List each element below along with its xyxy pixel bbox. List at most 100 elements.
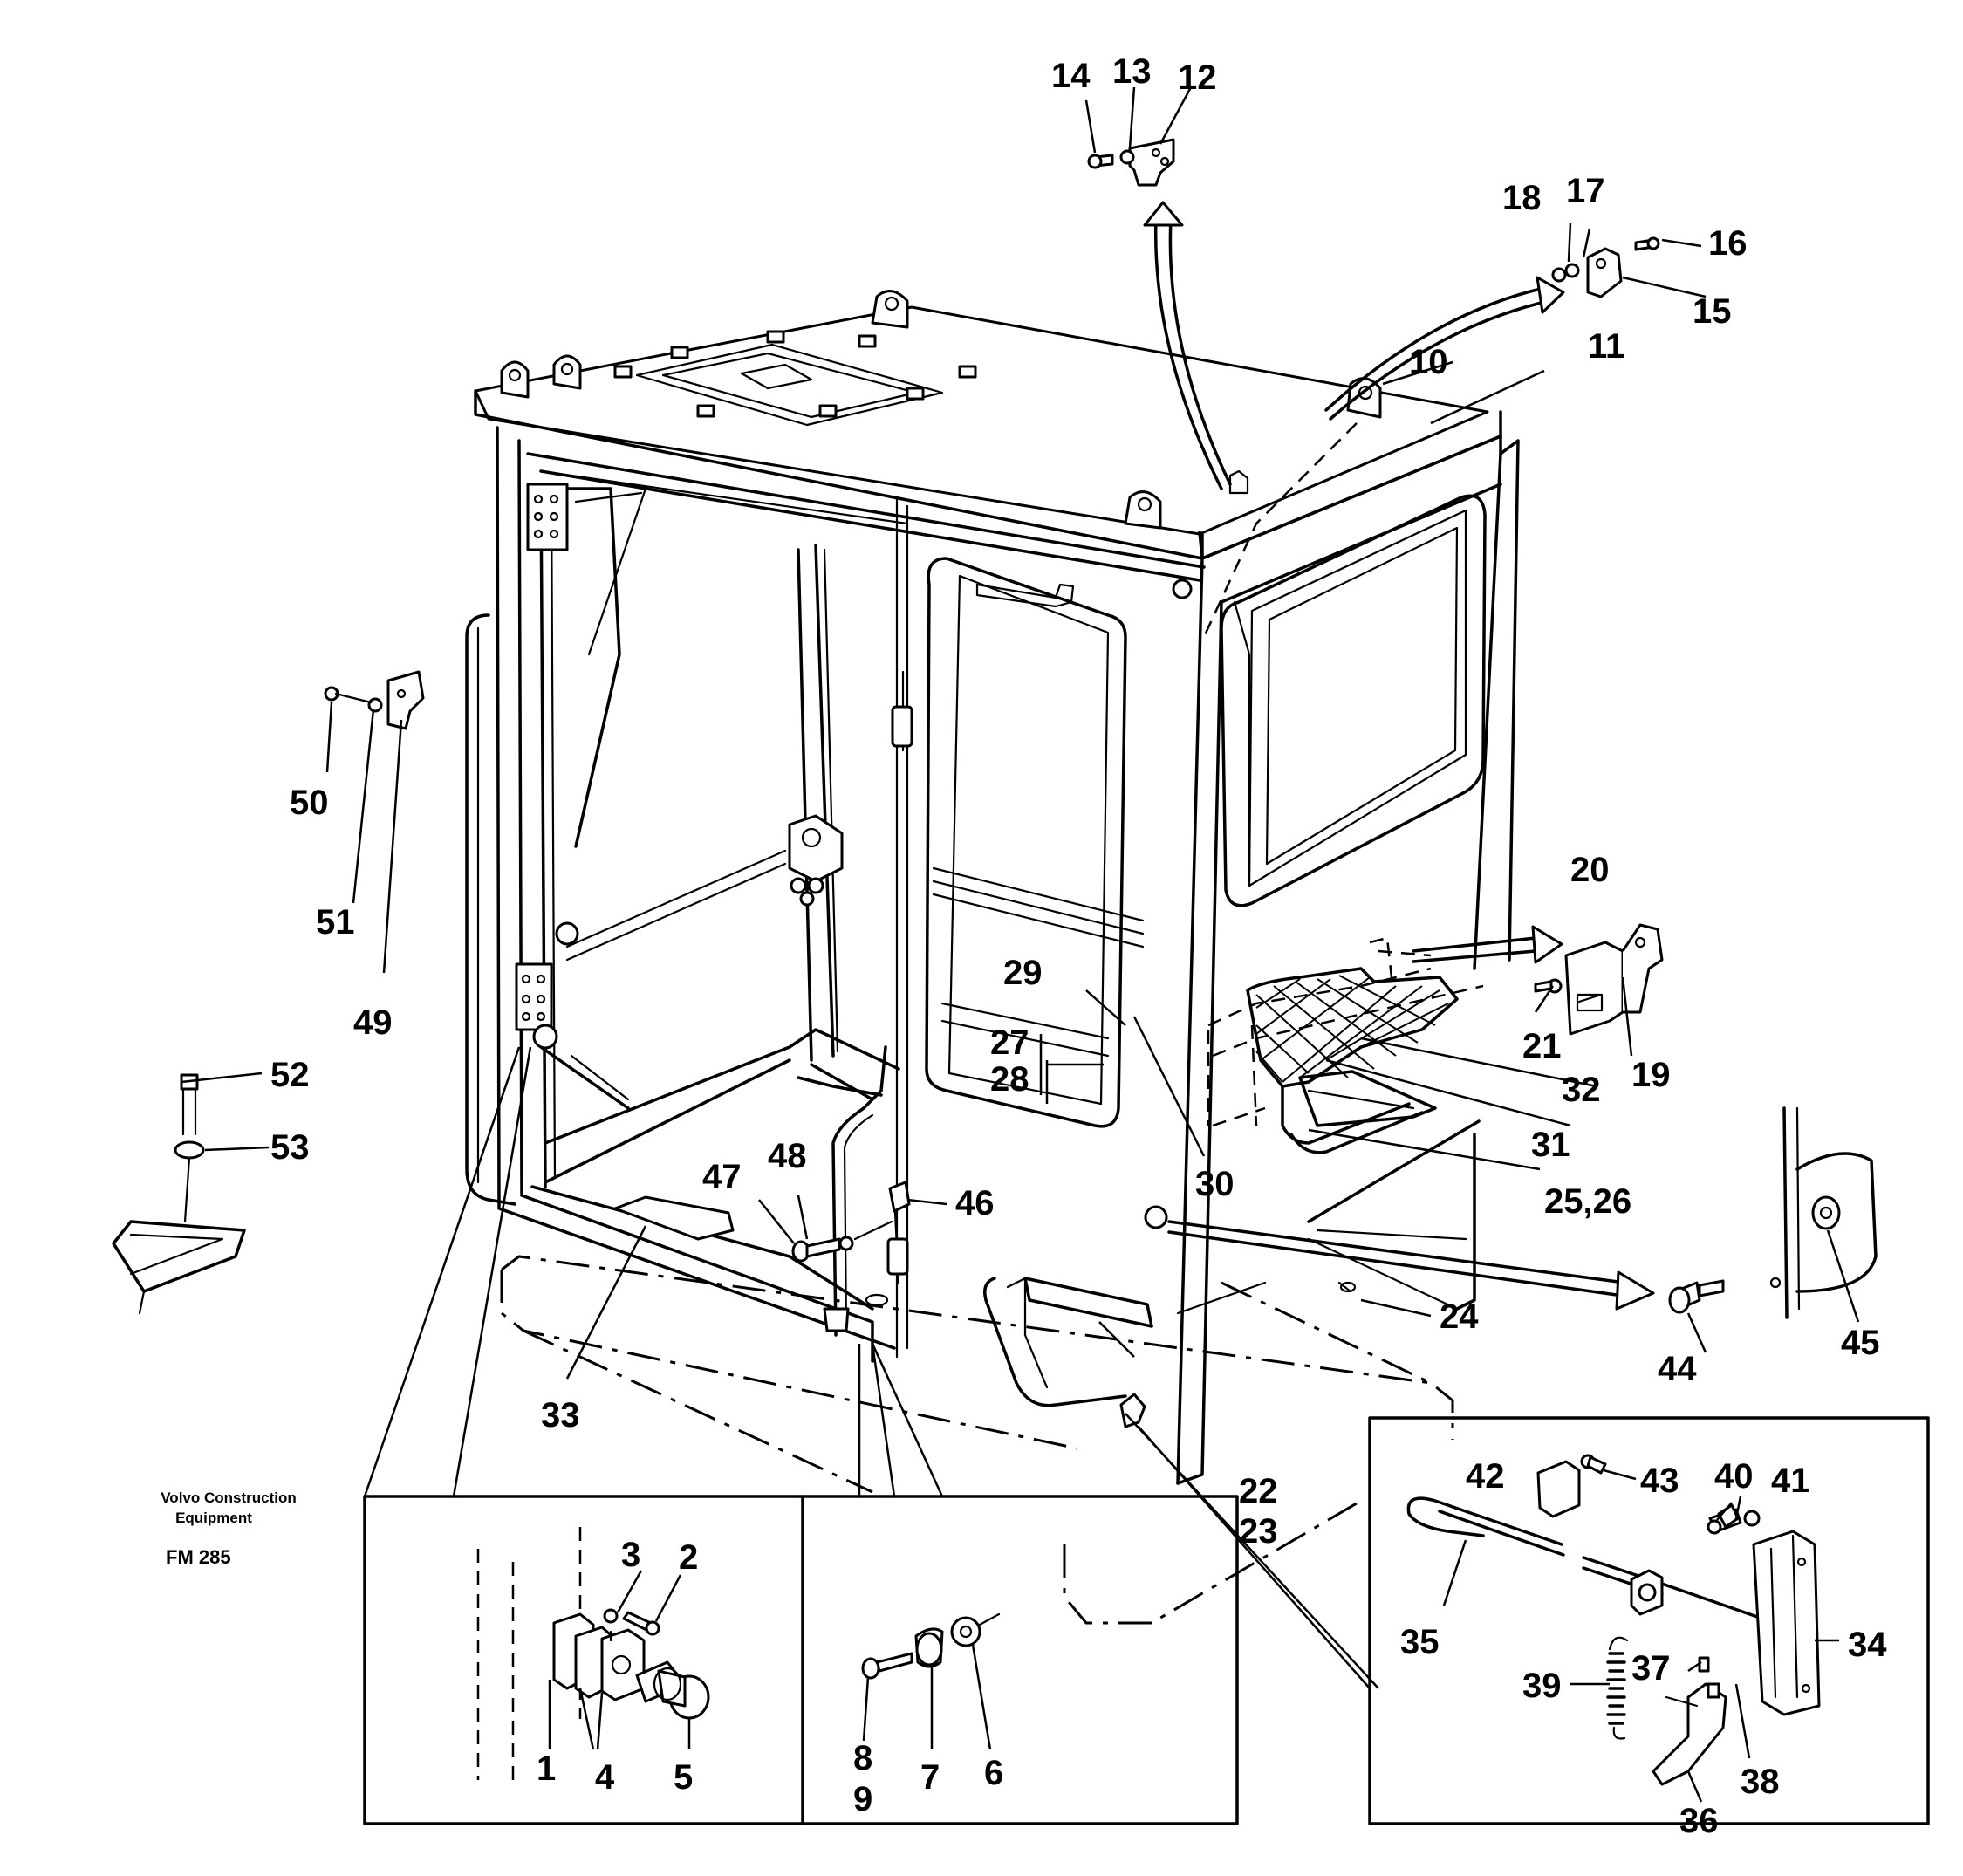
cab-front-face: [496, 426, 1206, 1485]
cab-base-outline: [500, 1255, 1454, 1625]
publisher-block: Volvo Construction Equipment FM 285: [161, 1489, 297, 1568]
label-41: 41: [1771, 1462, 1810, 1500]
lifting-eye-2: [552, 354, 582, 390]
bumper-assembly: [861, 1612, 1001, 1680]
rod-fitting-upper: [891, 705, 913, 748]
label-53: 53: [270, 1128, 310, 1167]
label-10: 10: [1409, 343, 1448, 381]
lifting-eye-5: [1124, 490, 1162, 530]
lifting-eye-4: [1346, 377, 1382, 419]
catch-40-41: [1707, 1503, 1761, 1535]
part-numbers: 14 13 12 18 17 16 15 10 11 50 51 49 52 5…: [270, 52, 1887, 1840]
label-3: 3: [621, 1536, 640, 1574]
hinge-knob-mid: [555, 921, 579, 946]
label-50: 50: [290, 784, 329, 822]
label-8: 8: [853, 1739, 872, 1777]
label-33: 33: [541, 1396, 580, 1434]
label-7: 7: [920, 1758, 940, 1797]
label-1: 1: [537, 1749, 556, 1788]
pin-38: [1707, 1682, 1720, 1699]
label-12: 12: [1178, 58, 1217, 97]
label-32: 32: [1562, 1071, 1601, 1109]
label-20: 20: [1570, 851, 1610, 889]
part-45-side-panel: [1782, 1106, 1878, 1319]
label-17: 17: [1566, 172, 1605, 210]
label-40: 40: [1714, 1457, 1754, 1496]
label-49: 49: [353, 1003, 393, 1042]
label-44: 44: [1658, 1350, 1697, 1388]
roof-block: [670, 346, 689, 359]
label-48: 48: [768, 1137, 807, 1175]
label-47: 47: [702, 1158, 742, 1196]
label-31: 31: [1531, 1126, 1570, 1164]
roof-block: [958, 365, 977, 379]
label-43: 43: [1640, 1462, 1679, 1500]
part-19-20-hinge: [1534, 923, 1664, 1036]
label-42: 42: [1466, 1457, 1505, 1496]
label-34: 34: [1848, 1626, 1887, 1664]
bracket-42: [1536, 1454, 1607, 1518]
label-38: 38: [1741, 1763, 1780, 1801]
label-51: 51: [316, 903, 355, 941]
roof-block: [766, 330, 785, 344]
cab-right-side: [983, 435, 1520, 1485]
label-27: 27: [990, 1024, 1029, 1062]
part-12-bracket: [1087, 138, 1175, 187]
rod-foot: [823, 1307, 850, 1332]
detail-box-left: [363, 1495, 1239, 1825]
spring-39: [1606, 1636, 1629, 1740]
detail-box-right: [1368, 1416, 1930, 1825]
cab-interior-frame: [465, 483, 913, 1337]
label-25-26: 25,26: [1544, 1182, 1631, 1221]
lifting-eye-3: [871, 290, 909, 329]
label-37: 37: [1631, 1649, 1671, 1688]
part-52-53-bolt: [112, 1073, 246, 1315]
roof-block: [818, 404, 838, 418]
label-6: 6: [984, 1754, 1003, 1792]
grab-handle: [983, 1277, 1153, 1407]
publisher-line-2: Equipment: [175, 1510, 252, 1526]
hinge-pin-assembly: [552, 1608, 710, 1720]
roof-block: [613, 365, 633, 379]
drawing-code: FM 285: [166, 1546, 231, 1568]
door-stop-bumper: [1144, 1205, 1168, 1229]
side-cutaway: [1207, 936, 1459, 1154]
floor-mat: [613, 1195, 735, 1241]
latch-plate-34: [1752, 1530, 1821, 1716]
label-46: 46: [955, 1184, 995, 1222]
label-15: 15: [1693, 292, 1732, 331]
part-15-bracket: [1551, 236, 1660, 298]
roof-block: [906, 387, 925, 401]
cab-roof: [474, 290, 1502, 560]
label-2: 2: [679, 1538, 698, 1577]
detail-callout-lines: [363, 1046, 1379, 1689]
label-14: 14: [1051, 57, 1091, 95]
hinge-plate-upper: [526, 483, 569, 551]
label-30: 30: [1195, 1165, 1235, 1203]
part-46-48-fasteners: [791, 1181, 911, 1263]
latch-catch: [1119, 1393, 1146, 1428]
label-13: 13: [1112, 52, 1152, 91]
explode-arrows: [1143, 201, 1655, 1311]
label-23: 23: [1239, 1512, 1278, 1551]
label-39: 39: [1522, 1667, 1562, 1705]
lifting-eye-1: [500, 360, 530, 399]
label-28: 28: [990, 1060, 1029, 1099]
label-35: 35: [1400, 1623, 1440, 1661]
label-22: 22: [1239, 1472, 1278, 1510]
label-4: 4: [595, 1758, 615, 1797]
label-16: 16: [1708, 224, 1748, 263]
leader-lines: [181, 86, 1860, 1380]
hinge-plate-lower: [515, 962, 558, 1050]
label-36: 36: [1679, 1802, 1719, 1840]
label-18: 18: [1502, 179, 1542, 217]
part-49-bracket: [324, 670, 425, 730]
part-24-pin: [1337, 1281, 1352, 1293]
lever-36-38: [1630, 1569, 1727, 1786]
label-29: 29: [1003, 954, 1043, 992]
pin-37: [1698, 1656, 1710, 1673]
label-21: 21: [1522, 1027, 1562, 1065]
label-5: 5: [674, 1758, 693, 1797]
label-45: 45: [1841, 1324, 1880, 1362]
